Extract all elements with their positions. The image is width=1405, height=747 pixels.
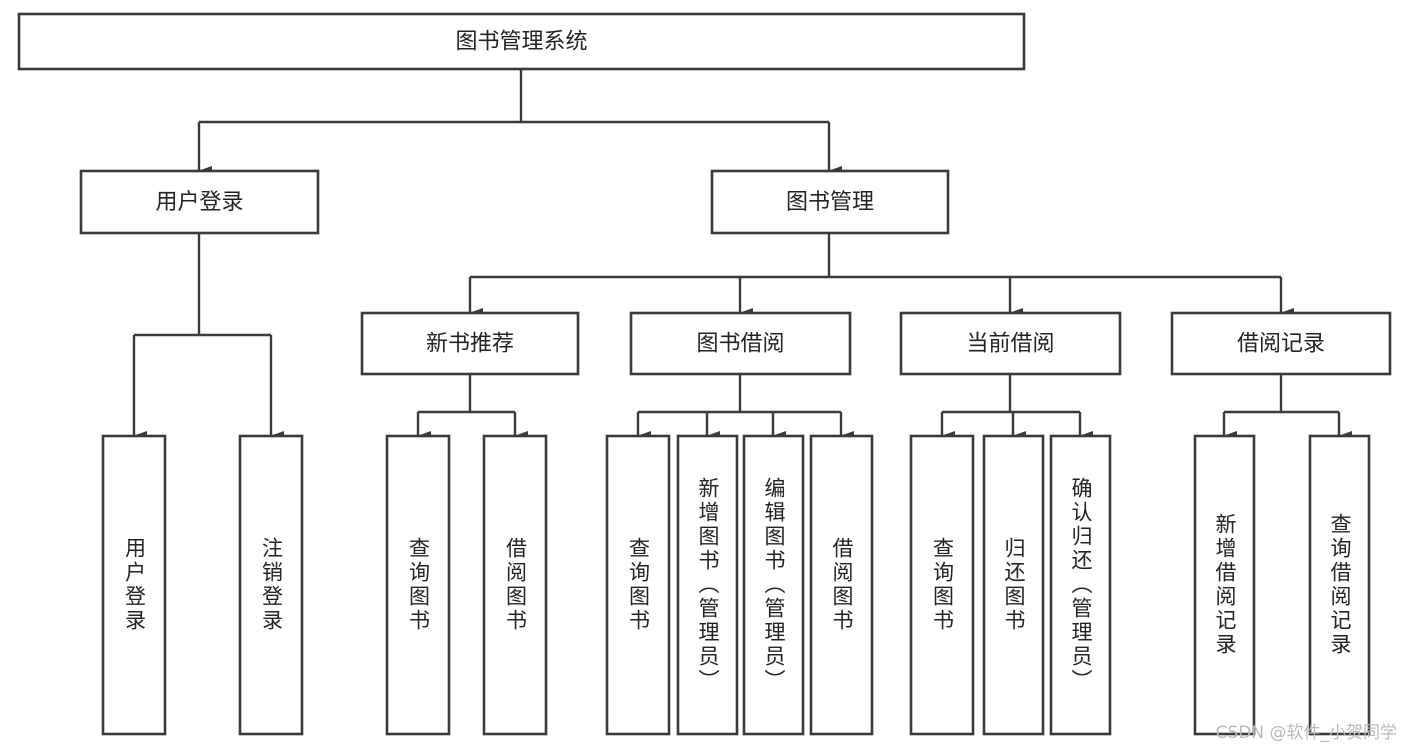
node-leaf-borrow-book-rec[interactable] (482, 434, 548, 736)
root-node-box[interactable] (17, 12, 1026, 71)
root-node-label: 图书管理系统 (455, 30, 587, 55)
leaf-node-box[interactable] (605, 434, 671, 736)
level2-node-box[interactable] (710, 169, 950, 235)
node-leaf-confirm-return[interactable] (1049, 434, 1112, 736)
node-book-manage[interactable]: 图书管理 (710, 169, 950, 235)
node-leaf-return-book[interactable] (982, 434, 1045, 736)
node-leaf-user-logout[interactable] (238, 434, 304, 736)
level3-node-box[interactable] (629, 311, 852, 376)
level3-node-box[interactable] (899, 311, 1122, 376)
connectors-layer (132, 69, 1352, 441)
leaf-node-box[interactable] (1049, 434, 1112, 736)
leaf-node-box[interactable] (385, 434, 451, 736)
node-new-book-recommend[interactable]: 新书推荐 (360, 311, 580, 376)
leaf-node-box[interactable] (909, 434, 975, 736)
leaf-node-box[interactable] (482, 434, 548, 736)
node-leaf-query-book-bor[interactable] (605, 434, 671, 736)
node-root[interactable]: 图书管理系统 (17, 12, 1026, 71)
node-book-borrow[interactable]: 图书借阅 (629, 311, 852, 376)
node-user-login[interactable]: 用户登录 (79, 169, 320, 235)
level3-node-label: 图书借阅 (696, 332, 784, 357)
node-leaf-edit-book[interactable] (742, 434, 805, 736)
node-leaf-add-book[interactable] (676, 434, 739, 736)
watermark-text: CSDN @软件_小贺同学 (1215, 723, 1397, 743)
leaf-node-box[interactable] (1193, 434, 1256, 736)
leaf-node-box[interactable] (982, 434, 1045, 736)
leaf-node-box[interactable] (676, 434, 739, 736)
node-leaf-query-book-cur[interactable] (909, 434, 975, 736)
leaf-node-box[interactable] (101, 434, 167, 736)
level2-node-label: 图书管理 (786, 190, 874, 215)
node-borrow-record[interactable]: 借阅记录 (1170, 311, 1392, 376)
level2-node-box[interactable] (79, 169, 320, 235)
level2-node-label: 用户登录 (155, 190, 243, 215)
leaf-node-box[interactable] (238, 434, 304, 736)
leaf-node-box[interactable] (809, 434, 874, 736)
level3-node-label: 当前借阅 (966, 332, 1054, 357)
level3-node-box[interactable] (360, 311, 580, 376)
node-leaf-query-record[interactable] (1308, 434, 1371, 736)
leaf-node-box[interactable] (742, 434, 805, 736)
level3-node-box[interactable] (1170, 311, 1392, 376)
leaf-node-box[interactable] (1308, 434, 1371, 736)
node-leaf-query-book-rec[interactable] (385, 434, 451, 736)
node-leaf-add-record[interactable] (1193, 434, 1256, 736)
level3-node-label: 新书推荐 (426, 332, 514, 357)
level3-node-label: 借阅记录 (1237, 332, 1325, 357)
node-leaf-borrow-book-bor[interactable] (809, 434, 874, 736)
node-current-borrow[interactable]: 当前借阅 (899, 311, 1122, 376)
node-leaf-user-login[interactable] (101, 434, 167, 736)
